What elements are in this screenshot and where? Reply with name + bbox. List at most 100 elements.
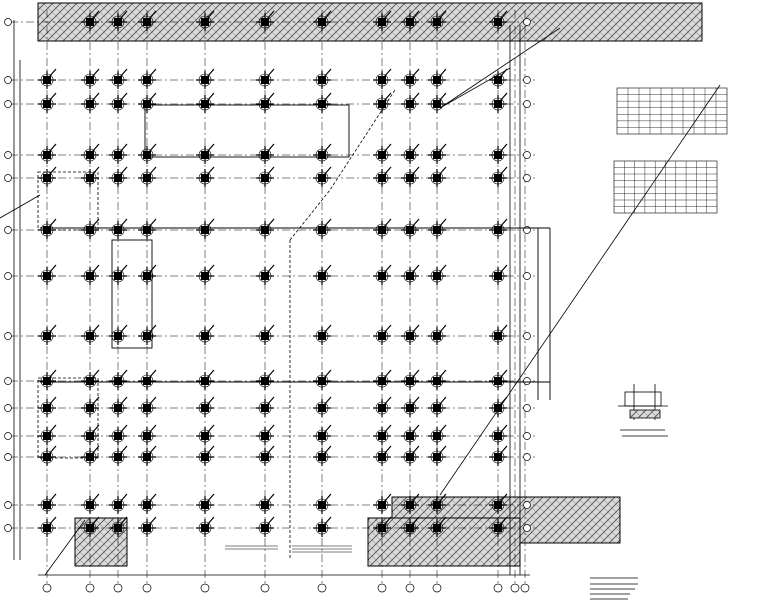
grid-bubble: [523, 404, 531, 412]
column-footing: [196, 264, 215, 285]
grid-bubble: [520, 583, 530, 593]
leader-lines: [0, 27, 721, 576]
grid-bubble: [4, 377, 12, 385]
dashed-regions: [37, 89, 396, 560]
grid-bubble: [4, 453, 12, 461]
column-footing: [138, 218, 157, 239]
column-footing: [313, 92, 332, 113]
column-footing: [401, 68, 420, 89]
column-footing: [373, 10, 392, 31]
column-footing: [138, 424, 157, 445]
grid-bubble: [4, 524, 12, 532]
column-footing: [138, 396, 157, 417]
schedule-table-cells: [614, 88, 727, 213]
column-footing: [401, 424, 420, 445]
column-footing: [373, 143, 392, 164]
column-footing: [401, 218, 420, 239]
column-footing: [313, 445, 332, 466]
column-footing: [313, 218, 332, 239]
grid-bubble: [200, 583, 210, 593]
column-footing: [428, 424, 447, 445]
column-footing: [81, 10, 100, 31]
column-footing: [196, 396, 215, 417]
column-footing: [138, 68, 157, 89]
grid-bubble: [523, 501, 531, 509]
column-footing: [489, 143, 508, 164]
column-footing: [109, 92, 128, 113]
grid-bubble: [523, 151, 531, 159]
column-footing: [81, 92, 100, 113]
column-footing: [38, 143, 57, 164]
column-footing: [313, 516, 332, 537]
column-footing: [401, 396, 420, 417]
column-footing: [196, 218, 215, 239]
column-footing: [489, 369, 508, 390]
column-footing: [38, 516, 57, 537]
column-footing: [109, 68, 128, 89]
column-footing: [138, 166, 157, 187]
column-footing: [313, 10, 332, 31]
column-footing: [428, 68, 447, 89]
grid-bubble: [523, 377, 531, 385]
grid-bubble: [317, 583, 327, 593]
column-footing: [489, 445, 508, 466]
column-footing: [256, 424, 275, 445]
column-footing: [196, 424, 215, 445]
column-footing: [373, 68, 392, 89]
column-footing: [313, 493, 332, 514]
column-footing: [81, 445, 100, 466]
column-footing: [38, 424, 57, 445]
column-footing: [81, 218, 100, 239]
column-footing: [256, 493, 275, 514]
column-footing: [256, 166, 275, 187]
column-footing: [196, 369, 215, 390]
column-footing: [81, 324, 100, 345]
column-footing: [401, 143, 420, 164]
column-footing: [256, 92, 275, 113]
column-footing: [81, 143, 100, 164]
column-footing: [196, 166, 215, 187]
column-footing: [256, 369, 275, 390]
column-footing: [489, 493, 508, 514]
column-footing: [256, 264, 275, 285]
column-footing: [38, 264, 57, 285]
column-footing: [428, 218, 447, 239]
column-footing: [38, 68, 57, 89]
column-footing: [373, 218, 392, 239]
grid-bubble: [260, 583, 270, 593]
column-footing: [81, 369, 100, 390]
column-footing: [256, 143, 275, 164]
column-footing: [196, 324, 215, 345]
column-footing: [401, 516, 420, 537]
column-footing: [256, 324, 275, 345]
column-footing: [109, 10, 128, 31]
column-footing: [401, 264, 420, 285]
column-footing: [489, 396, 508, 417]
column-footing: [373, 324, 392, 345]
column-footing: [256, 10, 275, 31]
column-footing: [373, 396, 392, 417]
column-footing: [38, 324, 57, 345]
title-block: [590, 577, 638, 600]
grid-bubble: [523, 524, 531, 532]
column-footing: [196, 493, 215, 514]
column-footing: [109, 445, 128, 466]
column-footing: [256, 218, 275, 239]
column-footing: [256, 396, 275, 417]
column-footing: [313, 143, 332, 164]
column-footing: [313, 424, 332, 445]
column-footing: [373, 445, 392, 466]
grid-bubble: [113, 583, 123, 593]
column-footing: [489, 92, 508, 113]
grid-bubble: [4, 404, 12, 412]
column-footing: [489, 68, 508, 89]
column-footing: [373, 369, 392, 390]
column-footing: [38, 396, 57, 417]
grid-bubble: [523, 76, 531, 84]
column-footing: [428, 516, 447, 537]
grid-bubble: [523, 453, 531, 461]
column-footing: [81, 493, 100, 514]
column-footing: [428, 143, 447, 164]
column-footings: [38, 10, 508, 537]
column-footing: [196, 10, 215, 31]
